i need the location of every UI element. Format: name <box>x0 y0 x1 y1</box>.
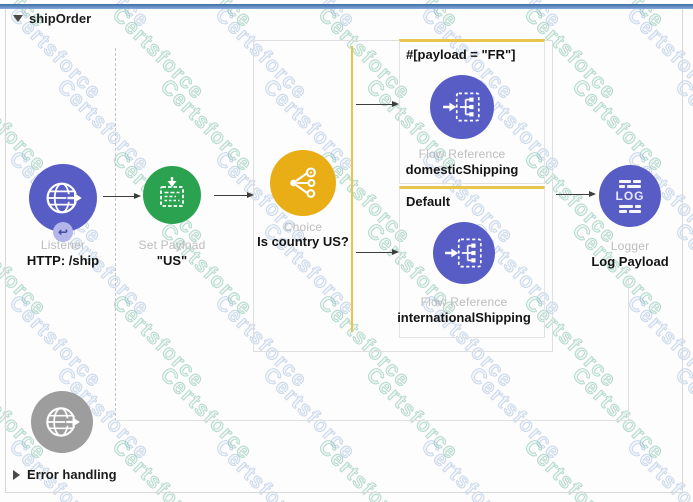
process-area-right-border <box>628 277 629 420</box>
flow-container[interactable] <box>5 9 683 493</box>
choice-node[interactable] <box>270 150 336 216</box>
globe-icon <box>46 407 80 437</box>
source-separator-line <box>115 48 116 421</box>
arrow-choice-to-logger <box>556 190 596 197</box>
flow-reference-icon <box>445 238 482 268</box>
set-payload-node[interactable] <box>143 166 201 224</box>
log-icon-text: LOG <box>615 188 645 203</box>
error-handling-title: Error handling <box>27 467 117 482</box>
flow-reference-domestic-doc-name: domesticShipping <box>405 162 519 177</box>
flow-reference-domestic-node[interactable] <box>430 75 494 139</box>
flow-reference-icon <box>443 92 480 122</box>
when-branch-condition: #[payload = "FR"] <box>406 47 516 62</box>
error-handling-header[interactable]: Error handling <box>13 467 117 482</box>
flow-header[interactable]: shipOrder <box>13 11 91 26</box>
logger-doc-name: Log Payload <box>591 254 669 269</box>
flow-reference-international-node[interactable] <box>433 222 495 284</box>
listener-type-label: Listener <box>40 238 86 252</box>
set-payload-type-label: Set Payload <box>138 238 206 252</box>
listener-doc-name: HTTP: /ship <box>26 253 100 268</box>
arrow-listener-to-setpayload <box>103 192 141 199</box>
globe-icon <box>46 182 82 214</box>
process-area-bottom-border <box>115 420 628 421</box>
flow-reference-domestic-type-label: Flow Reference <box>418 147 506 161</box>
logger-type-label: Logger <box>610 239 650 253</box>
arrow-router-to-default-branch <box>356 248 399 255</box>
default-branch-label: Default <box>406 194 451 209</box>
expand-triangle-icon[interactable] <box>13 469 20 480</box>
logger-node[interactable]: LOG <box>599 165 661 227</box>
choice-branch-icon <box>290 167 316 198</box>
choice-doc-name: Is country US? <box>257 234 349 249</box>
log-icon: LOG <box>615 179 645 213</box>
set-payload-doc-name: "US" <box>156 253 188 268</box>
flow-reference-international-doc-name: internationalShipping <box>397 310 531 325</box>
when-branch-box[interactable]: #[payload = "FR"] <box>399 39 545 184</box>
arrow-setpayload-to-choice <box>214 191 254 198</box>
set-payload-icon <box>160 177 184 207</box>
arrow-router-to-when-branch <box>356 100 399 107</box>
choice-router-divider <box>351 46 353 332</box>
choice-type-label: Choice <box>283 220 323 234</box>
collapse-triangle-icon[interactable] <box>13 15 23 22</box>
flow-reference-international-type-label: Flow Reference <box>420 295 508 309</box>
flow-selection-bar <box>0 4 693 9</box>
default-branch-box[interactable]: Default <box>399 186 545 338</box>
error-handling-node[interactable] <box>31 391 93 453</box>
flow-title: shipOrder <box>29 11 92 26</box>
http-listener-node[interactable] <box>29 164 97 232</box>
listener-reply-badge-icon: ↩ <box>53 222 73 242</box>
